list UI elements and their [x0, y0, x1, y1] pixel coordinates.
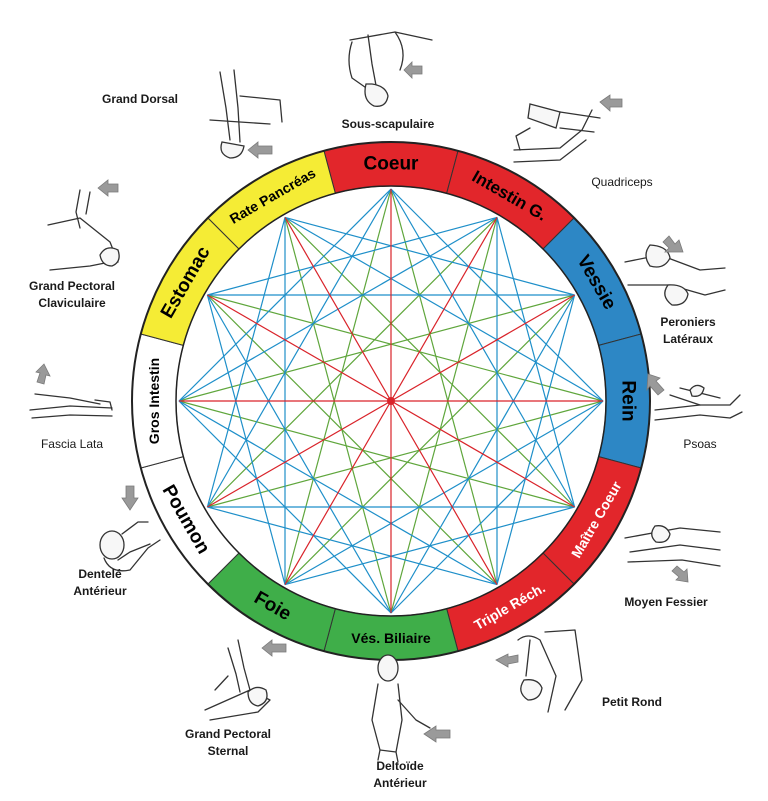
illustration-quadriceps [513, 94, 623, 163]
arrow-icon [261, 639, 287, 657]
arrow-icon [646, 373, 665, 396]
muscle-label-line: Quadriceps [591, 175, 652, 189]
muscle-label-line: Antérieur [73, 584, 127, 598]
arrow-icon [423, 725, 451, 743]
illustration-grand-pectoral-claviculaire [47, 179, 120, 271]
illustration-peroniers-lateraux [624, 235, 726, 306]
star-center-dot [387, 397, 395, 405]
star-line-green [284, 217, 392, 614]
muscle-label-line: Petit Rond [602, 695, 662, 709]
illustration-petit-rond [495, 629, 583, 713]
muscle-label-petit-rond: Petit Rond [602, 695, 662, 709]
muscle-label-line: Latéraux [663, 332, 713, 346]
organ-label-coeur: Coeur [364, 154, 420, 175]
muscle-label-line: Peroniers [660, 315, 716, 329]
arrow-icon [97, 179, 119, 197]
star-lines-layer [178, 188, 604, 614]
organ-label-gros-intestin: Gros Intestin [146, 358, 162, 444]
arrow-icon [247, 141, 273, 159]
arrow-icon [671, 565, 689, 583]
star-line-blue [496, 294, 576, 585]
muscle-label-line: Sous-scapulaire [342, 117, 435, 131]
star-line-blue [207, 506, 498, 586]
muscle-label-line: Grand Pectoral [185, 727, 271, 741]
star-line-blue [178, 400, 392, 614]
muscle-label-moyen-fessier: Moyen Fessier [624, 595, 708, 609]
star-line-green [207, 400, 604, 508]
star-line-blue [284, 506, 575, 586]
star-line-green [390, 217, 498, 614]
muscle-label-line: Psoas [683, 437, 716, 451]
illustration-grand-pectoral-sternal [204, 639, 287, 721]
illustration-moyen-fessier [624, 525, 721, 583]
star-line-blue [390, 400, 604, 614]
muscle-label-line: Dentelé [78, 567, 122, 581]
star-line-blue [206, 294, 286, 585]
muscle-label-fascia-lata: Fascia Lata [41, 437, 103, 451]
star-line-green [206, 216, 498, 508]
illustration-fascia-lata [29, 363, 113, 419]
organ-label-ves-biliaire: Vés. Biliaire [351, 630, 431, 646]
muscle-label-grand-dorsal: Grand Dorsal [102, 92, 178, 106]
muscle-label-line: Grand Dorsal [102, 92, 178, 106]
muscle-label-psoas: Psoas [683, 437, 716, 451]
muscle-label-line: Sternal [208, 744, 249, 758]
organ-label-rein: Rein [618, 380, 639, 421]
muscle-label-line: Deltoïde [376, 759, 424, 773]
star-line-blue [178, 188, 392, 402]
star-line-green [390, 188, 498, 585]
star-line-green [284, 188, 392, 585]
star-line-green [284, 294, 576, 586]
muscle-label-line: Claviculaire [38, 296, 106, 310]
arrow-icon [403, 61, 423, 79]
illustration-grand-dorsal [209, 69, 283, 159]
muscle-label-quadriceps: Quadriceps [591, 175, 652, 189]
arrow-icon [662, 235, 684, 253]
arrow-icon [495, 653, 519, 668]
star-line-green [284, 216, 576, 508]
star-line-blue [496, 217, 576, 508]
star-line-green [178, 294, 575, 402]
star-line-green [206, 294, 498, 586]
star-line-green [207, 294, 604, 402]
star-line-blue [207, 216, 498, 296]
muscle-label-sous-scapulaire: Sous-scapulaire [342, 117, 435, 131]
illustration-dentele-anterieur [99, 485, 161, 572]
muscle-label-line: Grand Pectoral [29, 279, 115, 293]
star-line-blue [206, 217, 286, 508]
star-line-green [178, 400, 575, 508]
arrow-icon [121, 485, 139, 511]
ring-inner-border [175, 185, 607, 617]
muscle-label-line: Antérieur [373, 776, 427, 790]
arrow-icon [599, 94, 623, 112]
illustration-psoas [646, 373, 743, 421]
star-line-blue [284, 216, 575, 296]
illustration-sous-scapulaire [348, 31, 433, 107]
arrow-icon [35, 363, 51, 385]
muscle-label-line: Moyen Fessier [624, 595, 708, 609]
illustration-deltoide-anterieur [371, 654, 451, 763]
muscle-label-line: Fascia Lata [41, 437, 103, 451]
star-line-blue [390, 188, 604, 402]
